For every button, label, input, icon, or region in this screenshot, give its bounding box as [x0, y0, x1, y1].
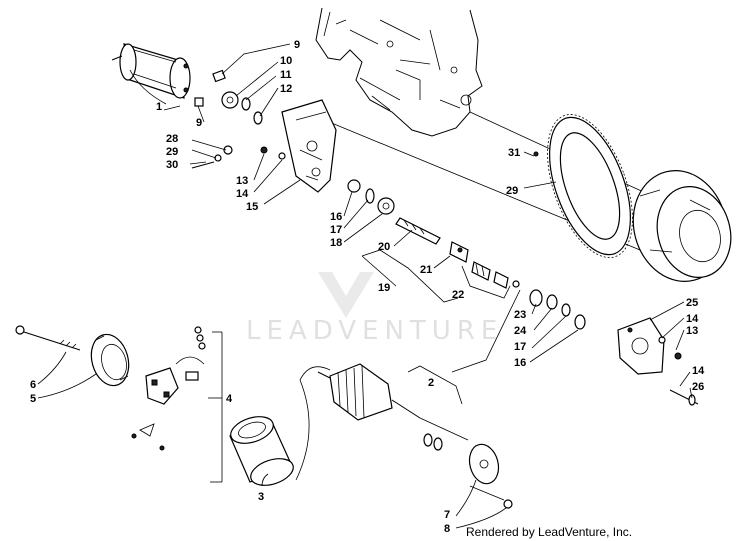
watermark: LEADVENTURE: [246, 272, 503, 346]
callout-label: 14: [686, 313, 699, 325]
callout-label: 31: [508, 147, 520, 159]
callout-label: 20: [378, 241, 390, 253]
watermark-text: LEADVENTURE: [246, 316, 503, 346]
callout-label: 24: [514, 325, 527, 337]
callout-label: 9: [294, 39, 300, 51]
callout-label: 22: [452, 289, 464, 301]
callout-label: 2: [428, 377, 434, 389]
bracket-hardware: [191, 145, 286, 169]
yoke-frame: [229, 416, 294, 486]
callout-label: 8: [444, 523, 450, 535]
callout-label: 25: [686, 297, 698, 309]
callout-label: 23: [514, 309, 526, 321]
callout-bracket-4: [208, 331, 223, 483]
callout-label: 12: [280, 83, 292, 95]
end-plate: [423, 433, 513, 509]
callout-label: 9: [196, 117, 202, 129]
bolt-26: [669, 389, 699, 406]
starter-hardware: [194, 69, 263, 125]
callout-label: 17: [514, 341, 526, 353]
callout-label: 30: [166, 159, 178, 171]
callout-label: 16: [514, 357, 526, 369]
callout-label: 15: [246, 201, 258, 213]
callout-label: 1: [156, 101, 162, 113]
long-bolt: [15, 325, 81, 351]
callout-label: 14: [692, 365, 705, 377]
callout-label: 11: [280, 69, 292, 81]
callout-label: 10: [280, 55, 292, 67]
callout-label: 4: [226, 393, 233, 405]
engine-block: [315, 7, 483, 137]
brush-kit: [131, 326, 206, 451]
callout-labels: 9 10 11 12 1 9 28 29 30 13 14 15 16 17 1…: [30, 39, 705, 535]
clutch-drum: [632, 170, 732, 282]
callout-label: 14: [236, 188, 249, 200]
leader-lines: [37, 43, 693, 529]
shaft-components: [347, 179, 520, 289]
callout-label: 5: [30, 393, 36, 405]
armature: [317, 363, 421, 421]
callout-label: 16: [330, 211, 342, 223]
mounting-bracket: [281, 99, 337, 193]
callout-label: 17: [330, 224, 342, 236]
connector-lines: [295, 289, 521, 501]
callout-label: 6: [30, 379, 36, 391]
callout-label: 18: [330, 237, 342, 249]
callout-label: 13: [686, 325, 698, 337]
callout-label: 7: [444, 509, 450, 521]
callout-label: 21: [420, 264, 432, 276]
lower-washers: [529, 289, 586, 330]
callout-brackets: [361, 249, 511, 405]
callout-label: 29: [506, 185, 518, 197]
starter-motor: [111, 43, 191, 99]
callout-label: 13: [236, 175, 248, 187]
callout-label: 28: [166, 133, 178, 145]
brush-holder: [145, 367, 179, 405]
callout-label: 26: [692, 381, 704, 393]
render-credit: Rendered by LeadVenture, Inc.: [466, 525, 632, 539]
callout-label: 3: [258, 491, 264, 503]
end-housing: [617, 317, 682, 375]
callout-label: 19: [378, 282, 390, 294]
ring-gear: [533, 114, 633, 258]
end-cap: [90, 333, 130, 387]
callout-label: 29: [166, 146, 178, 158]
